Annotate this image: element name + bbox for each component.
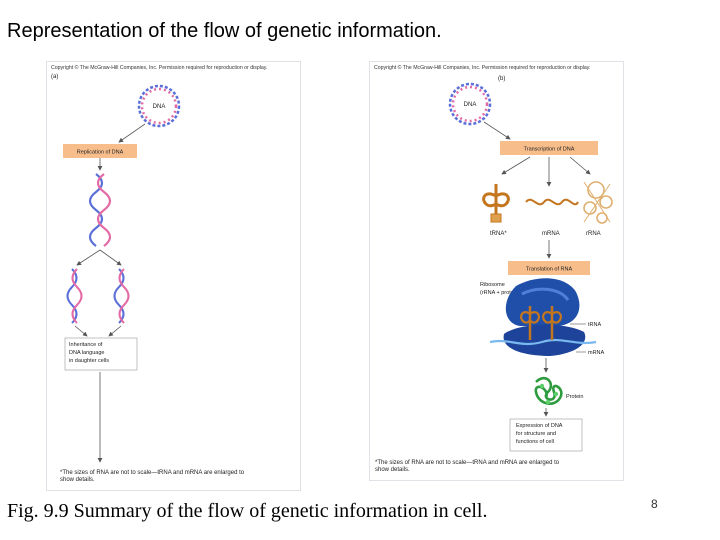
panel-b-footnote: *The sizes of RNA are not to scale—tRNA … [375, 460, 559, 474]
translation-box [508, 261, 590, 275]
footnote-line: *The sizes of RNA are not to scale—tRNA … [375, 460, 560, 466]
protein-molecule [534, 376, 563, 405]
plasmid-dna-circle [137, 84, 181, 128]
panel-a-letter: (a) [51, 74, 59, 80]
rrna-molecule [583, 181, 613, 224]
inheritance-label: Inheritance of [69, 342, 103, 348]
trna-label: tRNA* [490, 231, 507, 237]
daughter-helix-right [113, 268, 130, 324]
mrna-strand [525, 198, 579, 206]
plasmid-dna-circle [448, 82, 492, 126]
footnote-line: *The sizes of RNA are not to scale—tRNA … [60, 470, 245, 476]
inheritance-box [64, 337, 138, 371]
arrow [74, 325, 88, 337]
page-number: 8 [651, 497, 658, 511]
figure-caption: Fig. 9.9 Summary of the flow of genetic … [7, 500, 488, 522]
replication-box [63, 144, 137, 158]
panel-a-copyright: Copyright © The McGraw-Hill Companies, I… [51, 65, 268, 71]
arrow [118, 123, 146, 143]
footnote-line: show details. [375, 467, 410, 473]
dna-label: DNA [153, 104, 166, 110]
arrow [76, 249, 101, 266]
expression-label: functions of cell [516, 439, 554, 445]
inheritance-label: in daughter cells [69, 358, 109, 364]
arrow [569, 156, 591, 175]
expression-box [509, 418, 583, 452]
translation-label: Translation of RNA [526, 267, 573, 273]
panel-a-footnote: *The sizes of RNA are not to scale—tRNA … [60, 470, 244, 484]
daughter-helix-left [66, 268, 83, 324]
inheritance-label: DNA language [69, 350, 104, 356]
transcription-box [500, 141, 598, 155]
ribosome [489, 278, 597, 356]
mrna-label-2: mRNA [588, 350, 605, 356]
ribosome-label: Ribosome [480, 282, 505, 288]
trna-label-2: tRNA [588, 322, 601, 328]
expression-label: Expression of DNA [516, 423, 563, 429]
dna-label: DNA [464, 102, 477, 108]
panel-a-replication: Copyright © The McGraw-Hill Companies, I… [47, 62, 300, 490]
panel-b-letter: (b) [498, 76, 506, 82]
arrow [108, 325, 122, 337]
panel-b-diagram: DNA Transcription of DNA tRNA* mRNA rRNA [448, 82, 613, 452]
panel-b-copyright: Copyright © The McGraw-Hill Companies, I… [374, 65, 591, 71]
footnote-line: show details. [60, 477, 95, 483]
arrow [501, 156, 531, 175]
expression-label: for structure and [516, 431, 556, 437]
protein-label: Protein [566, 394, 583, 400]
transcription-label: Transcription of DNA [524, 147, 575, 153]
slide-title: Representation of the flow of genetic in… [7, 20, 442, 42]
arrow [99, 249, 122, 266]
arrow [483, 121, 511, 140]
mrna-label: mRNA [542, 231, 560, 237]
dna-double-helix [88, 173, 112, 247]
trna-molecule [482, 184, 510, 223]
panel-b-expression: Copyright © The McGraw-Hill Companies, I… [370, 62, 623, 480]
panel-a-diagram: DNA Replication of DNA Inheritance of DN… [63, 84, 181, 463]
replication-label: Replication of DNA [77, 150, 124, 156]
rrna-label: rRNA [586, 231, 601, 237]
ribosome-label: (rRNA + protein) [480, 290, 520, 296]
